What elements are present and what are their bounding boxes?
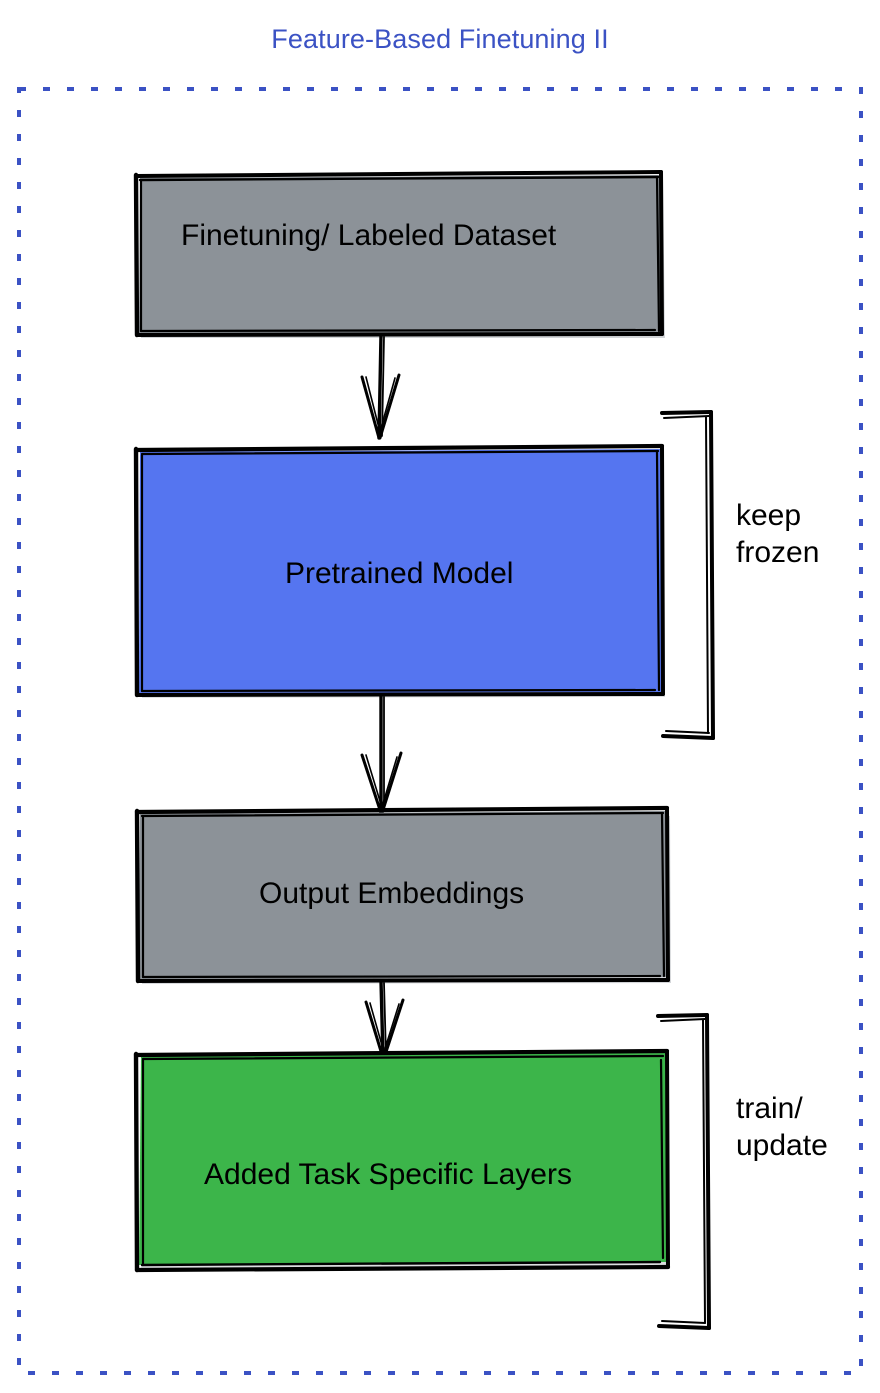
edge-embeddings-to-layers bbox=[364, 979, 405, 1060]
node-dataset[interactable] bbox=[133, 170, 665, 338]
node-dataset-edge-bottom bbox=[135, 332, 664, 337]
edge-dataset-to-model-head-left bbox=[360, 375, 381, 440]
node-task-layers-edge-right bbox=[665, 1049, 670, 1269]
node-pretrained-model-edge-top bbox=[133, 443, 665, 453]
edge-embeddings-to-layers-head-right2 bbox=[382, 1003, 400, 1056]
bracket-keep-frozen-arm-bottom2 bbox=[665, 730, 710, 734]
edge-model-to-embeddings-head-right bbox=[380, 751, 403, 815]
edge-dataset-to-model-head-right2 bbox=[378, 377, 396, 436]
bracket-train-update bbox=[656, 1013, 711, 1330]
node-output-embeddings-edge-top bbox=[134, 805, 670, 815]
bracket-train-update-arm-bottom bbox=[657, 1324, 711, 1330]
edge-embeddings-to-layers-head-left2 bbox=[369, 1002, 386, 1057]
node-dataset-edge-right bbox=[659, 170, 664, 336]
dashed-frame bbox=[17, 87, 863, 1375]
node-task-layers-edge-bottom2 bbox=[140, 1260, 662, 1267]
edge-model-to-embeddings bbox=[360, 693, 403, 815]
bracket-keep-frozen-arm-top2 bbox=[663, 415, 710, 419]
node-dataset-edge-right2 bbox=[655, 175, 661, 333]
edge-model-to-embeddings-head-left bbox=[360, 753, 383, 815]
node-dataset-label: Finetuning/ Labeled Dataset bbox=[181, 219, 557, 252]
bracket-keep-frozen-stem2 bbox=[705, 416, 709, 734]
bracket-train-update-stem bbox=[705, 1013, 711, 1330]
edge-dataset-to-model-head-left2 bbox=[365, 376, 382, 437]
node-output-embeddings-edge-right bbox=[665, 806, 670, 982]
node-output-embeddings-edge-bottom2 bbox=[141, 974, 662, 979]
edge-dataset-to-model-shaft bbox=[377, 333, 383, 440]
edge-dataset-to-model-shaft2 bbox=[381, 336, 385, 437]
bracket-keep-frozen bbox=[660, 410, 715, 740]
node-pretrained-model-edge-right2 bbox=[655, 450, 661, 692]
edge-model-to-embeddings-head-left2 bbox=[365, 754, 384, 812]
node-output-embeddings-edge-left bbox=[134, 808, 141, 984]
node-task-layers-fill bbox=[139, 1053, 667, 1265]
bracket-keep-frozen-arm-top bbox=[660, 410, 713, 415]
edge-model-to-embeddings-head-right2 bbox=[380, 756, 398, 811]
page-title: Feature-Based Finetuning II bbox=[271, 24, 609, 54]
node-task-layers-label: Added Task Specific Layers bbox=[204, 1158, 572, 1191]
node-output-embeddings-edge-top2 bbox=[140, 811, 665, 818]
node-output-embeddings-edge-right2 bbox=[660, 812, 666, 978]
node-pretrained-model-edge-bottom2 bbox=[140, 688, 657, 693]
bracket-train-update-arm-bottom2 bbox=[661, 1320, 706, 1324]
node-dataset-edge-bottom2 bbox=[139, 328, 657, 333]
node-output-embeddings[interactable] bbox=[134, 805, 671, 984]
node-output-embeddings-label: Output Embeddings bbox=[259, 877, 525, 910]
edge-dataset-to-model bbox=[360, 333, 401, 440]
node-dataset-edge-top bbox=[135, 170, 663, 178]
node-pretrained-model-fill bbox=[139, 449, 662, 693]
annotation-keep-frozen-label: keep frozen bbox=[736, 499, 820, 569]
node-dataset-edge-left bbox=[133, 172, 140, 338]
node-pretrained-model-edge-top2 bbox=[140, 449, 660, 456]
node-output-embeddings-fill bbox=[139, 811, 667, 979]
bracket-train-update-arm-top2 bbox=[660, 1018, 706, 1022]
node-pretrained-model-edge-left bbox=[133, 446, 140, 698]
node-output-embeddings-edge-bottom bbox=[136, 978, 670, 983]
node-task-layers-edge-bottom bbox=[134, 1264, 671, 1273]
bracket-train-update-stem2 bbox=[702, 1019, 706, 1324]
node-pretrained-model[interactable] bbox=[133, 443, 665, 698]
node-pretrained-model-label: Pretrained Model bbox=[285, 557, 514, 590]
node-dataset-edge-top2 bbox=[138, 175, 660, 182]
node-dataset-fill bbox=[139, 175, 661, 334]
edge-embeddings-to-layers-head-left bbox=[364, 1000, 385, 1060]
edge-embeddings-to-layers-head-right bbox=[382, 998, 405, 1060]
bracket-keep-frozen-arm-bottom bbox=[661, 734, 715, 740]
edge-dataset-to-model-head-right bbox=[378, 373, 401, 440]
node-task-layers[interactable] bbox=[133, 1048, 671, 1273]
node-task-layers-edge-right2 bbox=[659, 1058, 665, 1260]
node-pretrained-model-edge-bottom bbox=[135, 692, 665, 697]
node-task-layers-edge-top2 bbox=[141, 1054, 665, 1061]
node-pretrained-model-edge-right bbox=[660, 444, 665, 696]
node-task-layers-edge-left bbox=[133, 1051, 140, 1273]
node-task-layers-edge-top bbox=[133, 1048, 670, 1058]
bracket-keep-frozen-stem bbox=[709, 410, 715, 740]
annotation-train-update-label: train/ update bbox=[736, 1092, 828, 1162]
bracket-train-update-arm-top bbox=[656, 1013, 709, 1018]
